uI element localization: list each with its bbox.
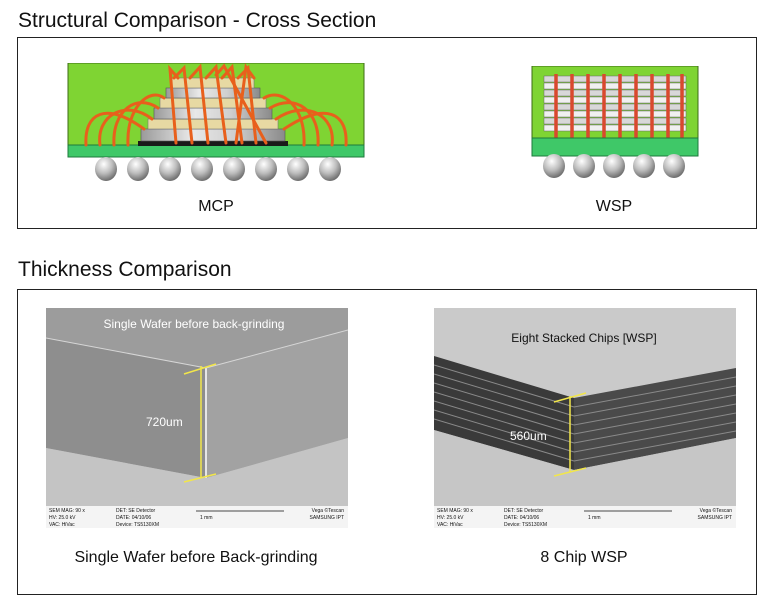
mcp-substrate — [67, 144, 365, 158]
mcp-die-attach — [138, 141, 288, 146]
sem-image-single-wafer: Single Wafer before back-grinding 720um … — [46, 308, 348, 528]
structural-comparison-title: Structural Comparison - Cross Section — [18, 9, 377, 32]
svg-text:SAMSUNG IPT: SAMSUNG IPT — [698, 515, 732, 521]
thickness-panel: Single Wafer before back-grinding 720um … — [17, 289, 757, 595]
svg-text:SEM MAG: 90 x: SEM MAG: 90 x — [437, 508, 473, 514]
svg-text:Vega ©Tescan: Vega ©Tescan — [700, 507, 733, 514]
svg-text:DET: SE Detector: DET: SE Detector — [504, 508, 544, 514]
measure-bar-560 — [553, 392, 587, 477]
sem-image-eight-stacked-chips: Eight Stacked Chips [WSP] 560um SEM MAG:… — [434, 308, 736, 528]
mcp-solder-balls — [95, 157, 341, 181]
single-wafer-overlay-label: Single Wafer before back-grinding — [104, 317, 285, 331]
svg-text:SAMSUNG IPT: SAMSUNG IPT — [310, 515, 344, 521]
measurement-720-label: 720um — [146, 415, 183, 429]
mcp-caption: MCP — [198, 198, 234, 215]
cross-section-panel: MCP WSP — [17, 37, 757, 229]
svg-text:HV: 25.0 kV: HV: 25.0 kV — [49, 515, 76, 521]
wsp-die-stack — [543, 75, 687, 132]
wsp-caption: WSP — [595, 198, 633, 215]
svg-text:Device: TS5130XM: Device: TS5130XM — [504, 522, 547, 528]
svg-text:1 mm: 1 mm — [588, 515, 601, 521]
stack-layer-lines — [434, 364, 736, 462]
single-wafer-caption: Single Wafer before Back-grinding — [74, 549, 318, 566]
sem-meta-left: SEM MAG: 90 x HV: 25.0 kV VAC: HiVac DET… — [49, 507, 344, 528]
svg-text:Device: TS5130XM: Device: TS5130XM — [116, 522, 159, 528]
wsp-solder-balls — [543, 154, 685, 178]
eight-chip-wsp-caption: 8 Chip WSP — [540, 549, 628, 566]
svg-text:DATE: 04/10/06: DATE: 04/10/06 — [504, 515, 539, 521]
mcp-die-5 — [165, 87, 261, 99]
svg-text:HV: 25.0 kV: HV: 25.0 kV — [437, 515, 464, 521]
svg-text:VAC: HiVac: VAC: HiVac — [437, 522, 463, 528]
mcp-cross-section — [67, 63, 365, 181]
svg-text:DET: SE Detector: DET: SE Detector — [116, 508, 156, 514]
svg-text:1 mm: 1 mm — [200, 515, 213, 521]
svg-text:Vega ©Tescan: Vega ©Tescan — [312, 507, 345, 514]
wsp-cross-section — [531, 66, 699, 178]
wsp-substrate — [531, 137, 699, 157]
svg-text:VAC: HiVac: VAC: HiVac — [49, 522, 75, 528]
eight-stacked-overlay-label: Eight Stacked Chips [WSP] — [511, 331, 656, 345]
sem-meta-right: SEM MAG: 90 x HV: 25.0 kV VAC: HiVac DET… — [437, 507, 732, 528]
thickness-comparison-title: Thickness Comparison — [18, 258, 232, 281]
mcp-bond-wires — [84, 63, 348, 147]
wsp-through-vias — [554, 74, 684, 138]
measure-bar-720 — [183, 363, 217, 483]
svg-text:SEM MAG: 90 x: SEM MAG: 90 x — [49, 508, 85, 514]
measurement-560-label: 560um — [510, 429, 547, 443]
svg-text:DATE: 04/10/06: DATE: 04/10/06 — [116, 515, 151, 521]
